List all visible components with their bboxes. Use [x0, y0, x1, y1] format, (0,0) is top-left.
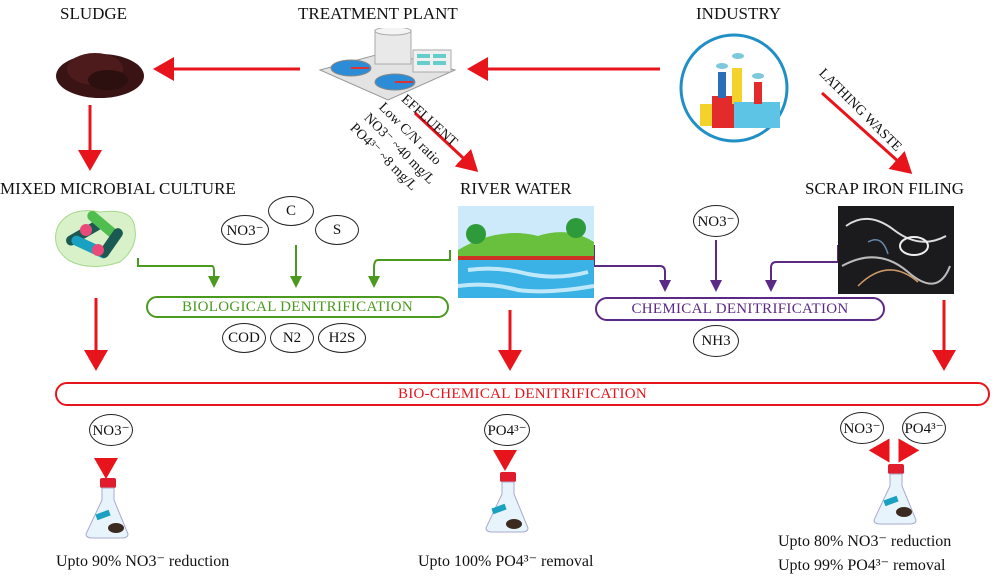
node-scrap-iron-label: SCRAP IRON FILING	[805, 179, 965, 198]
arrow-no3-to-flask-right	[868, 438, 890, 463]
species-bio-input-c: C	[268, 196, 314, 226]
sludge-image	[56, 53, 144, 98]
species-text: COD	[228, 329, 260, 346]
species-chem-output-nh3: NH3	[693, 325, 739, 357]
process-chemical-denitrification: CHEMICAL DENITRIFICATION	[595, 297, 885, 321]
species-text: NO3⁻	[226, 222, 264, 239]
arrow-po4-to-flask-right	[898, 438, 920, 463]
flask-left-icon	[85, 478, 129, 539]
species-chem-input-no3: NO3⁻	[693, 205, 739, 237]
node-sludge-label: SLUDGE	[60, 4, 128, 23]
species-bio-output-n2: N2	[270, 323, 314, 353]
process-label: BIOLOGICAL DENITRIFICATION	[182, 298, 413, 315]
arrow-river-to-bio	[368, 250, 451, 288]
species-bio-input-s: S	[315, 215, 359, 245]
species-text: N2	[282, 329, 302, 346]
industry-image	[679, 33, 789, 143]
treatment-plant-image	[318, 28, 457, 101]
node-industry-label: INDUSTRY	[696, 4, 782, 23]
species-text: NH3	[701, 332, 731, 349]
species-result-po4-right: PO4³⁻	[902, 412, 946, 444]
species-text: PO4³⁻	[487, 422, 527, 439]
species-bio-input-no3: NO3⁻	[221, 215, 269, 245]
arrow-river-to-chem	[593, 245, 671, 292]
species-result-po4-middle: PO4³⁻	[484, 414, 530, 446]
flask-middle-icon	[485, 472, 529, 533]
mixed-culture-image	[55, 210, 136, 267]
river-water-image	[458, 206, 594, 298]
species-text: S	[332, 221, 342, 238]
species-bio-output-h2s: H2S	[318, 323, 366, 353]
species-bio-output-cod: COD	[222, 323, 266, 353]
arrow-effluent	[413, 111, 479, 173]
process-biochemical-denitrification: BIO-CHEMICAL DENITRIFICATION	[55, 382, 990, 406]
species-result-no3-right: NO3⁻	[840, 412, 884, 444]
species-text: NO3⁻	[92, 422, 130, 439]
node-treatment-plant-label: TREATMENT PLANT	[298, 4, 458, 23]
species-text: H2S	[328, 329, 356, 346]
species-text: NO3⁻	[697, 213, 735, 230]
arrow-culture-to-bio	[137, 258, 220, 288]
node-river-water-label: RIVER WATER	[460, 179, 572, 198]
species-text: C	[285, 202, 296, 219]
result-middle: Upto 100% PO4³⁻ removal	[418, 553, 594, 570]
arrow-iron-to-chem	[765, 245, 839, 292]
result-right-no3: Upto 80% NO3⁻ reduction	[778, 533, 952, 550]
species-result-no3-left: NO3⁻	[89, 414, 133, 446]
result-right-po4: Upto 99% PO4³⁻ removal	[778, 557, 946, 574]
species-text: PO4³⁻	[904, 420, 944, 437]
species-text: NO3⁻	[843, 420, 881, 437]
process-label: CHEMICAL DENITRIFICATION	[631, 300, 849, 317]
process-biological-denitrification: BIOLOGICAL DENITRIFICATION	[146, 296, 449, 318]
scrap-iron-image	[838, 206, 954, 294]
arrow-lathing-waste	[820, 91, 913, 175]
node-mixed-culture-label: MIXED MICROBIAL CULTURE	[0, 179, 236, 198]
process-label: BIO-CHEMICAL DENITRIFICATION	[397, 385, 648, 402]
result-left: Upto 90% NO3⁻ reduction	[56, 553, 230, 570]
flask-right-icon	[873, 464, 917, 525]
